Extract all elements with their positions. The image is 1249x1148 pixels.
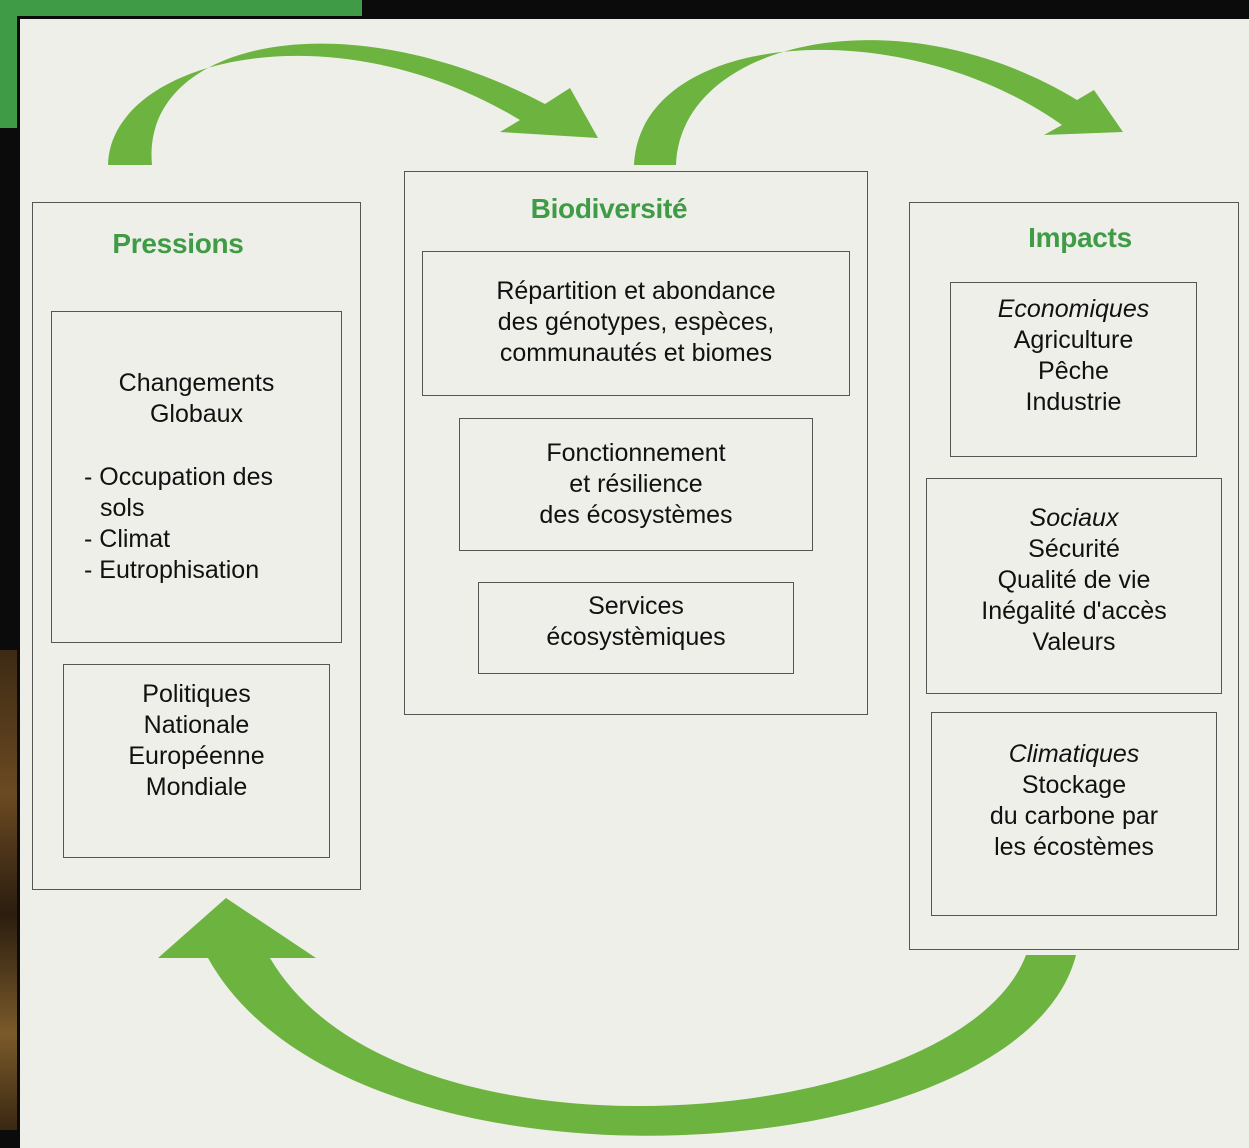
- sociaux-line-4: Valeurs: [1032, 627, 1116, 656]
- economiques-box: Economiques Agriculture Pêche Industrie: [950, 282, 1197, 457]
- pressions-title: Pressions: [112, 228, 244, 259]
- politiques-line-2: Nationale: [143, 711, 250, 739]
- changements-title-line-2: Globaux: [149, 400, 244, 428]
- impacts-column: [909, 202, 1239, 950]
- pressions-column: [32, 202, 361, 890]
- repartition-box: Répartition et abondance des génotypes, …: [422, 251, 850, 396]
- climatiques-line-2: du carbone par: [989, 802, 1159, 830]
- economiques-heading: Economiques: [997, 294, 1150, 323]
- fonctionnement-line-3: des écosystèmes: [539, 501, 733, 529]
- pression-item-occupation: - Occupation des: [84, 463, 273, 491]
- economiques-line-1: Agriculture: [1013, 325, 1134, 354]
- climatiques-box: Climatiques Stockage du carbone par les …: [931, 712, 1217, 916]
- services-box: Services écosystèmiques: [478, 582, 794, 674]
- sociaux-line-3: Inégalité d'accès: [981, 596, 1167, 625]
- repartition-line-1: Répartition et abondance: [496, 277, 776, 305]
- climatiques-line-1: Stockage: [1021, 771, 1127, 799]
- impacts-title: Impacts: [1028, 222, 1132, 253]
- biodiversite-column: [404, 171, 868, 715]
- sociaux-heading: Sociaux: [1029, 503, 1119, 532]
- pression-item-sols: sols: [100, 494, 145, 522]
- sociaux-line-1: Sécurité: [1028, 534, 1120, 563]
- climatiques-heading: Climatiques: [1008, 740, 1140, 768]
- economiques-line-3: Industrie: [1025, 387, 1122, 416]
- repartition-line-3: communautés et biomes: [499, 339, 773, 367]
- politiques-line-3: Européenne: [128, 742, 265, 770]
- repartition-line-2: des génotypes, espèces,: [497, 308, 775, 336]
- politiques-box: Politiques Nationale Européenne Mondiale: [63, 664, 330, 858]
- changements-globaux-box: Changements Globaux - Occupation des sol…: [51, 311, 342, 643]
- fonctionnement-line-2: et résilience: [569, 470, 703, 498]
- fonctionnement-line-1: Fonctionnement: [546, 439, 726, 467]
- pression-item-eutrophisation: - Eutrophisation: [84, 556, 260, 584]
- economiques-line-2: Pêche: [1038, 356, 1109, 385]
- politiques-line-1: Politiques: [142, 680, 251, 708]
- climatiques-line-3: les écostèmes: [994, 833, 1154, 861]
- background-photo-fragment: [0, 650, 22, 1130]
- politiques-line-4: Mondiale: [145, 773, 248, 801]
- sociaux-box: Sociaux Sécurité Qualité de vie Inégalit…: [926, 478, 1222, 694]
- fonctionnement-box: Fonctionnement et résilience des écosyst…: [459, 418, 813, 551]
- pression-item-climat: - Climat: [84, 525, 171, 553]
- biodiversite-title: Biodiversité: [530, 193, 688, 224]
- sociaux-line-2: Qualité de vie: [997, 565, 1151, 594]
- services-line-1: Services: [588, 592, 684, 620]
- services-line-2: écosystèmiques: [546, 623, 726, 651]
- changements-title-line-1: Changements: [118, 369, 275, 397]
